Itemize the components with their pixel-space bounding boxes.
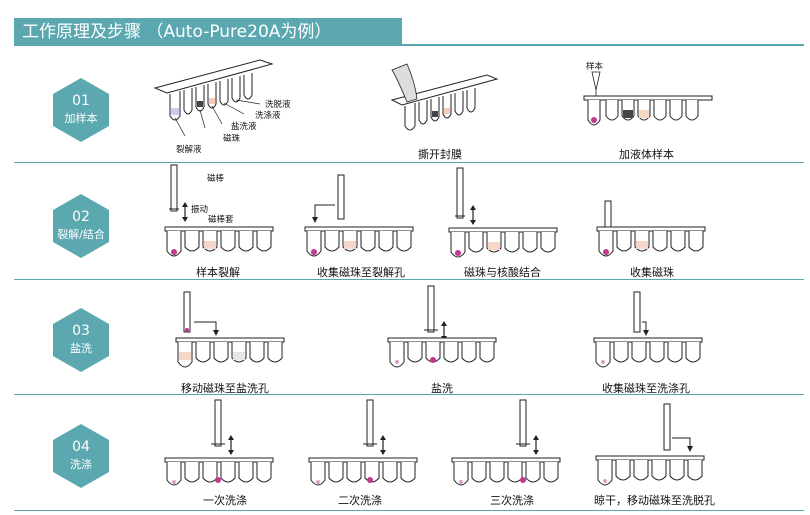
label-beads: 磁珠 [223,134,241,144]
panel-step-03 [14,280,804,395]
collect-beads [596,200,706,257]
step-02-hexagon: 02 裂解/结合 [53,194,109,258]
label-sleeve: 磁棒套 [208,215,234,225]
step-03-number: 03 [72,323,90,339]
step-02-number: 02 [72,209,90,225]
caption-collect-to-lysis: 收集磁珠至裂解孔 [317,266,405,279]
title-underline [14,44,804,46]
strip-peel-film [390,63,499,131]
panel-step-04 [14,395,804,511]
step-01-label: 加样本 [64,112,98,125]
caption-add-sample: 加液体样本 [619,148,674,161]
caption-salt-wash: 盐洗 [431,382,453,395]
step-04-number: 04 [72,439,90,455]
caption-dry-move-to-elution: 晾干，移动磁珠至洗脱孔 [594,494,715,507]
caption-bead-binding: 磁珠与核酸结合 [464,266,541,279]
label-lysis: 裂解液 [176,145,202,155]
label-wash-elute: 洗脱液 [265,100,291,110]
panel-step-02 [14,163,804,280]
wash-1 [164,399,274,486]
wash-3 [451,399,561,486]
dry-move-to-elution [595,403,705,486]
step-01-number: 01 [72,93,90,109]
title-bar [14,18,402,46]
caption-move-to-salt-wash: 移动磁珠至盐洗孔 [181,382,269,395]
caption-wash-1: 一次洗涤 [203,494,247,507]
caption-peel-film: 撕开封膜 [418,148,462,161]
caption-collect-to-wash: 收集磁珠至洗涤孔 [602,382,690,395]
step-02-label: 裂解/结合 [57,228,105,241]
reagent-strip-perspective [153,59,274,137]
magnetic-rod-vibrate [164,164,274,257]
label-salt-wash: 盐洗液 [231,122,257,132]
wash-2 [308,399,418,486]
panel-step-01 [14,50,804,163]
caption-sample-lysis: 样本裂解 [196,266,240,279]
page-title: 工作原理及步骤 （Auto-Pure20A为例） [22,22,332,42]
move-to-salt-wash [175,291,285,368]
collect-beads-to-lysis [304,174,414,257]
bead-binding [448,167,558,258]
caption-wash-2: 二次洗涤 [338,494,382,507]
strip-add-sample [583,71,713,126]
label-vibrate: 振动 [191,205,209,215]
caption-wash-3: 三次洗涤 [490,494,534,507]
label-sample: 样本 [586,62,604,72]
label-wash: 洗涤液 [255,111,281,121]
caption-collect-beads: 收集磁珠 [630,266,674,279]
step-04-label: 洗涤 [70,458,92,471]
salt-wash [387,285,497,368]
label-rod: 磁棒 [207,174,225,184]
header: 工作原理及步骤 （Auto-Pure20A为例） [0,0,810,48]
collect-to-wash [593,291,703,368]
step-03-label: 盐洗 [70,342,92,355]
